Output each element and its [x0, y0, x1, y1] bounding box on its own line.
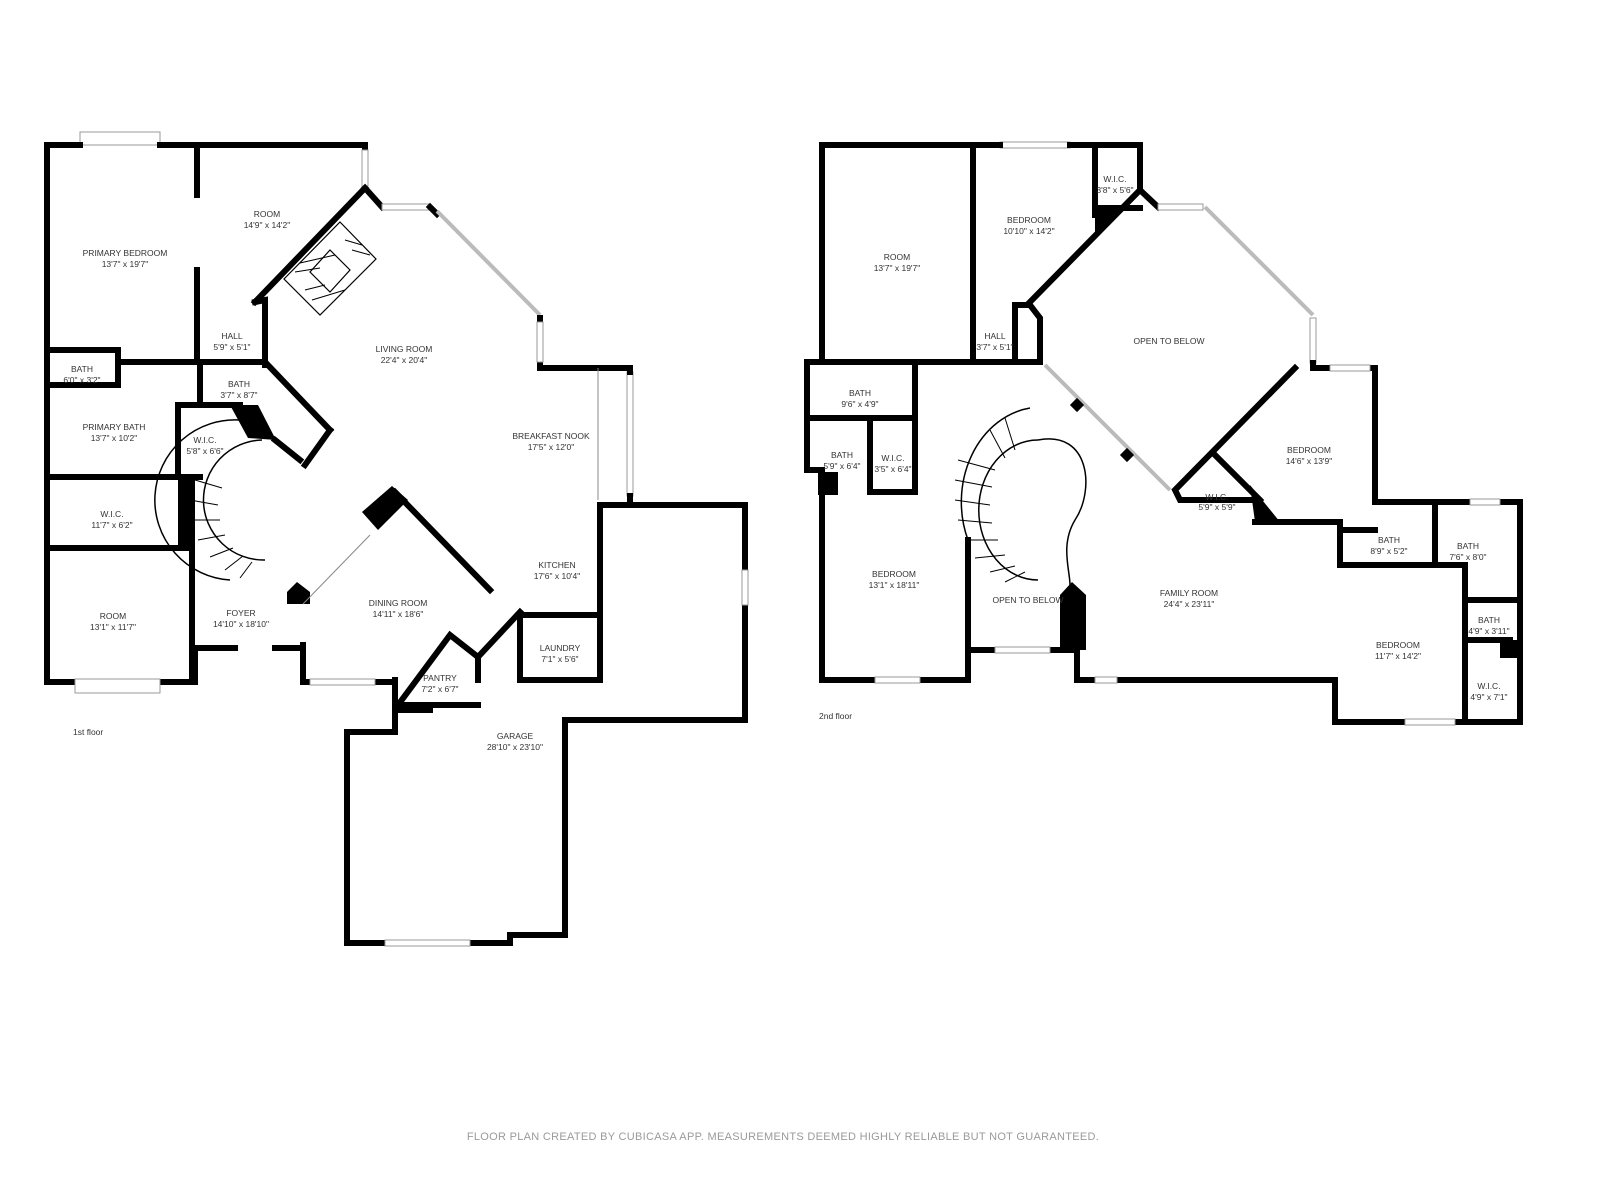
fireplace — [283, 221, 377, 316]
room-label: W.I.C.4'9" x 7'1" — [1470, 681, 1507, 702]
footer-disclaimer: FLOOR PLAN CREATED BY CUBICASA APP. MEAS… — [467, 1131, 1099, 1143]
room-label: OPEN TO BELOW — [992, 595, 1063, 605]
floor-caption: 2nd floor — [819, 711, 852, 721]
second-floor-walls — [804, 141, 1523, 726]
room-label: W.I.C.11'7" x 6'2" — [91, 509, 132, 530]
staircase-1st-floor — [154, 419, 266, 581]
first-floor-walls — [44, 131, 749, 947]
staircase-2nd-floor — [954, 407, 1087, 586]
room-label: W.I.C.3'5" x 6'4" — [874, 453, 911, 474]
room-label: W.I.C.5'9" x 5'9" — [1198, 492, 1235, 512]
room-label: W.I.C.3'8" x 5'6" — [1096, 174, 1133, 195]
floor-caption: 1st floor — [73, 727, 103, 737]
room-label: OPEN TO BELOW — [1133, 336, 1204, 346]
room-label: W.I.C.5'8" x 6'6" — [186, 435, 223, 456]
